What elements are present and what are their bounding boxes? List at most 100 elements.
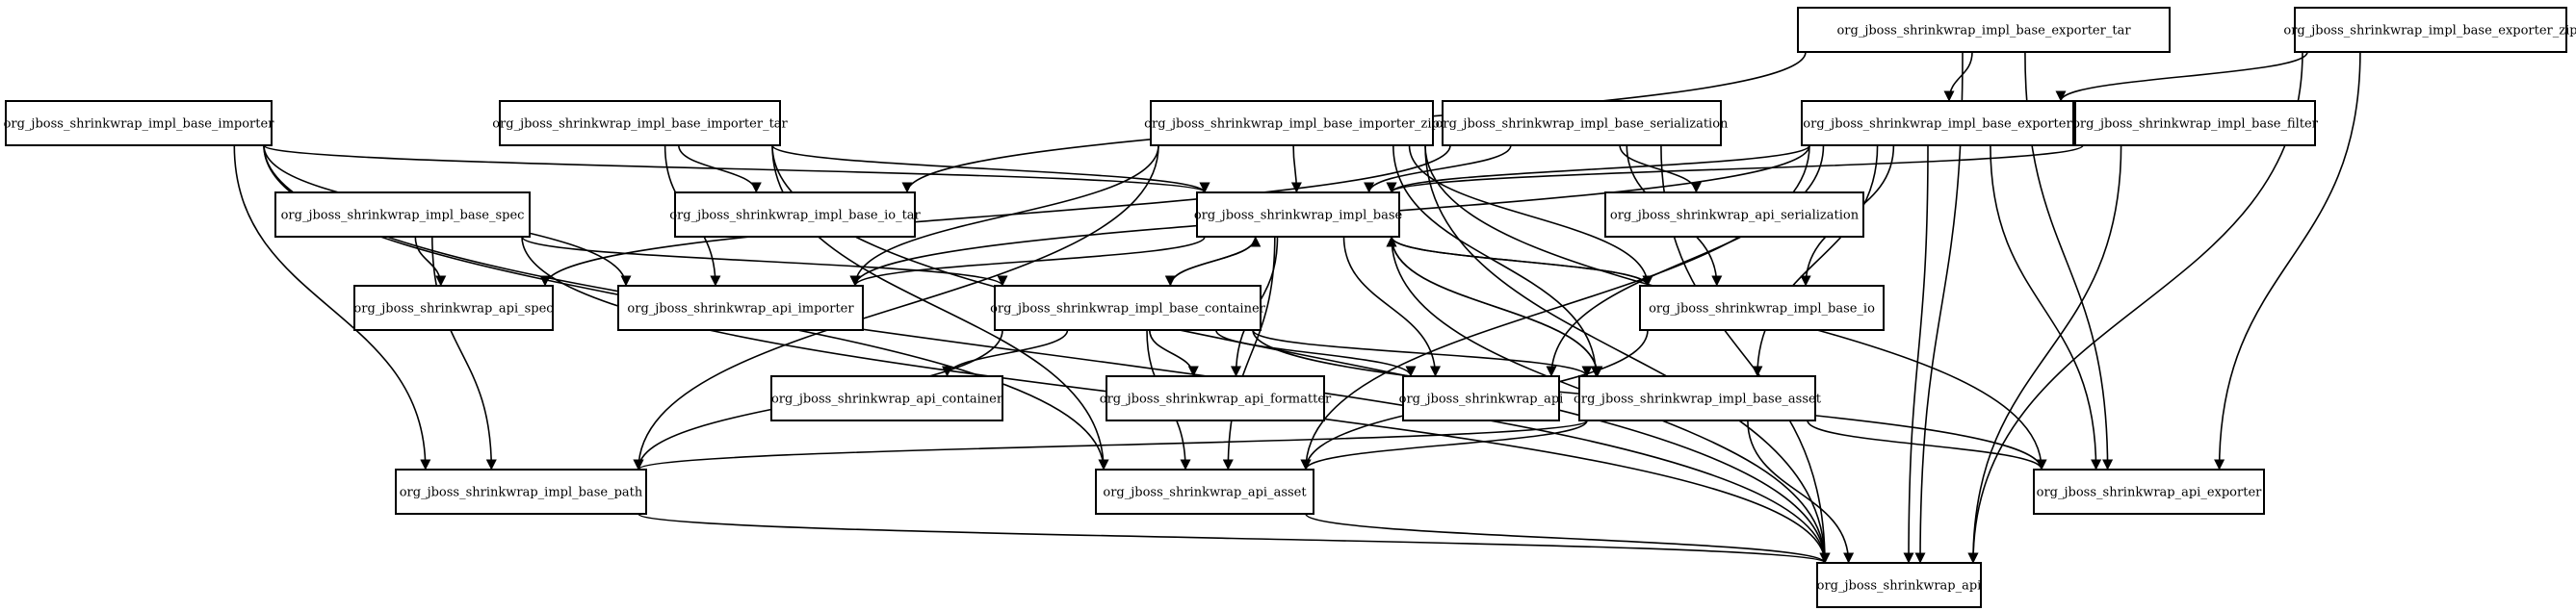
edge-container-to-asset xyxy=(1252,329,1593,377)
node-box xyxy=(274,191,531,238)
node-box xyxy=(1095,469,1314,515)
node-label: org_jboss_shrinkwrap_impl_base_serializa… xyxy=(1436,117,1729,132)
node-box xyxy=(1578,375,1816,421)
edge-asset-to-api-exporter xyxy=(1807,420,2047,471)
node-label: org_jboss_shrinkwrap_impl_base_asset xyxy=(1574,393,1822,407)
node-label: org_jboss_shrinkwrap_impl_base_importer_… xyxy=(1144,117,1440,132)
node-base: org_jboss_shrinkwrap_impl_base xyxy=(1194,191,1402,238)
node-box xyxy=(1816,562,1982,608)
node-filter: org_jboss_shrinkwrap_impl_base_filter xyxy=(2072,100,2319,146)
node-box xyxy=(994,285,1262,331)
edge-line xyxy=(1747,420,1855,564)
edge-line xyxy=(521,236,1008,287)
node-label: org_jboss_shrinkwrap_impl_base_exporter xyxy=(1803,117,2072,132)
edge-exporter-to-base xyxy=(1386,144,1810,193)
node-label: org_jboss_shrinkwrap_api_asset xyxy=(1103,486,1307,500)
edge-base-to-api-importer xyxy=(849,236,1206,287)
node-api-serialization: org_jboss_shrinkwrap_api_serialization xyxy=(1604,191,1864,238)
edge-line xyxy=(1424,144,1831,564)
edge-line xyxy=(678,144,762,193)
node-box xyxy=(617,285,864,331)
edge-exporter-to-api-exporter xyxy=(1990,144,2102,471)
node-asset: org_jboss_shrinkwrap_impl_base_asset xyxy=(1574,375,1822,421)
edge-line xyxy=(1392,144,1601,377)
edge-base-to-api-asset xyxy=(1222,236,1276,471)
node-box xyxy=(2074,100,2316,146)
node-shrinkwrap-api-mid: org_jboss_shrinkwrap_api xyxy=(1399,375,1563,421)
node-shrinkwrap-api: org_jboss_shrinkwrap_api xyxy=(1816,562,1982,608)
edge-line xyxy=(1149,329,1199,377)
edge-api-asset-to-shrinkwrap-api xyxy=(1305,513,1831,564)
node-api-exporter: org_jboss_shrinkwrap_api_exporter xyxy=(2033,469,2265,515)
node-exporter-zip: org_jboss_shrinkwrap_impl_base_exporter_… xyxy=(2283,7,2576,53)
edge-line xyxy=(1342,236,1441,377)
edge-line xyxy=(1300,420,1588,471)
node-label: org_jboss_shrinkwrap_impl_base_spec xyxy=(281,209,525,223)
edge-line xyxy=(942,329,1069,377)
node-box xyxy=(674,191,916,238)
node-label: org_jboss_shrinkwrap_impl_base_filter xyxy=(2072,117,2319,132)
edge-container-to-base xyxy=(1169,236,1262,287)
edge-line xyxy=(1903,144,1929,564)
node-spec: org_jboss_shrinkwrap_impl_base_spec xyxy=(274,191,531,238)
node-container: org_jboss_shrinkwrap_impl_base_container xyxy=(990,285,1266,331)
node-serialization: org_jboss_shrinkwrap_impl_base_serializa… xyxy=(1436,100,1729,146)
node-label: org_jboss_shrinkwrap_api_exporter xyxy=(2037,486,2263,500)
node-box xyxy=(1196,191,1400,238)
edge-exporter-zip-to-exporter xyxy=(2055,51,2308,102)
edge-importer-to-path xyxy=(233,144,431,471)
edge-line xyxy=(2055,51,2308,102)
edge-line xyxy=(1169,236,1262,287)
node-box xyxy=(1801,100,2074,146)
edge-spec-to-api-spec xyxy=(414,236,447,287)
edge-importer-zip-to-base xyxy=(1290,144,1302,193)
edge-line xyxy=(1215,329,1417,377)
node-importer-tar: org_jboss_shrinkwrap_impl_base_importer_… xyxy=(492,100,789,146)
edge-line xyxy=(414,236,447,287)
node-box xyxy=(5,100,273,146)
edge-asset-to-base xyxy=(1386,236,1599,377)
edge-serialization-to-api-serialization xyxy=(1619,144,1702,193)
edge-line xyxy=(233,144,431,471)
edge-serialization-to-api-spec xyxy=(539,144,1451,287)
edge-line xyxy=(1252,329,1593,377)
node-box xyxy=(2033,469,2265,515)
node-label: org_jboss_shrinkwrap_impl_base_exporter_… xyxy=(1836,24,2131,38)
node-label: org_jboss_shrinkwrap_impl_base_importer_… xyxy=(492,117,788,132)
edge-line xyxy=(1386,236,1599,377)
edge-line xyxy=(1752,144,1879,377)
node-box xyxy=(2294,7,2567,53)
edge-exporter-to-shrinkwrap-api xyxy=(1903,144,1929,564)
node-label: org_jboss_shrinkwrap_api xyxy=(1817,579,1982,594)
node-label: org_jboss_shrinkwrap_impl_base_exporter_… xyxy=(2283,24,2576,38)
node-io-tar: org_jboss_shrinkwrap_impl_base_io_tar xyxy=(669,191,922,238)
edge-importer-to-base xyxy=(263,144,1210,193)
nodes-layer: org_jboss_shrinkwrap_impl_base_exporter_… xyxy=(4,7,2576,608)
edge-line xyxy=(1386,144,1810,193)
edge-line xyxy=(1386,236,1649,287)
node-api-formatter: org_jboss_shrinkwrap_api_formatter xyxy=(1100,375,1332,421)
edge-asset-to-path xyxy=(633,420,1588,471)
node-label: org_jboss_shrinkwrap_api_container xyxy=(771,393,1003,407)
node-label: org_jboss_shrinkwrap_impl_base_io_tar xyxy=(669,209,921,223)
edge-line xyxy=(1222,236,1276,471)
edge-asset-to-api-asset xyxy=(1300,420,1588,471)
edge-importer-tar-to-io-tar xyxy=(678,144,762,193)
edge-filter-to-base xyxy=(1386,144,2084,193)
edge-filter-to-shrinkwrap-api xyxy=(1967,144,2122,564)
edge-line xyxy=(1990,144,2102,471)
edge-line xyxy=(771,144,1210,193)
node-box xyxy=(1402,375,1560,421)
node-box xyxy=(395,469,647,515)
edge-line xyxy=(2214,51,2361,471)
edge-line xyxy=(263,144,1210,193)
edge-exporter-tar-to-exporter xyxy=(1943,51,1973,102)
edge-exporter-zip-to-shrinkwrap-api xyxy=(1967,51,2303,564)
edge-line xyxy=(1386,144,2084,193)
node-box xyxy=(770,375,1003,421)
edge-line xyxy=(1967,144,2122,564)
edge-line xyxy=(1364,144,1512,193)
node-box xyxy=(1604,191,1864,238)
